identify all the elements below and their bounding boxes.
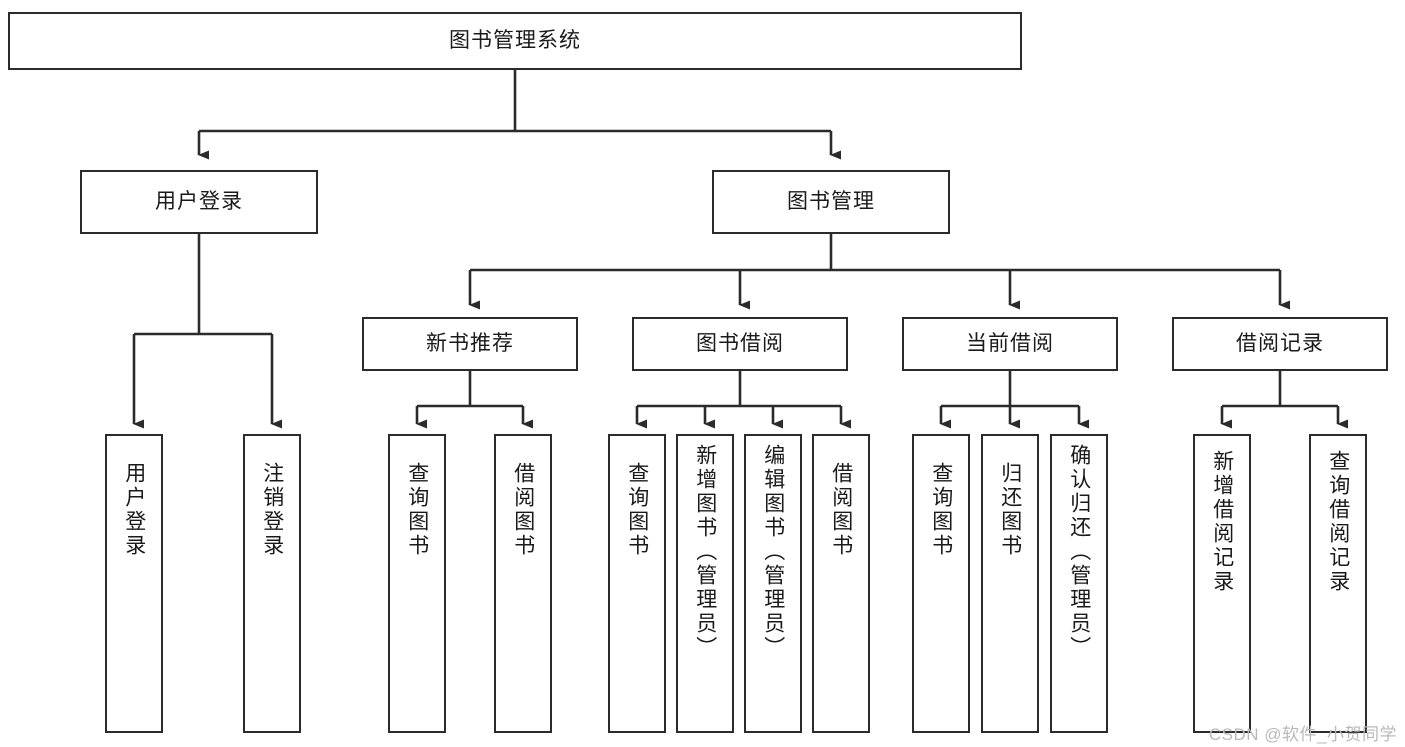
node-label: 图书管理系统 [449, 29, 581, 53]
node-label: 新增图书（管理员） [693, 444, 717, 660]
node-label: 查询图书 [625, 462, 649, 558]
leaf-record-add-record[interactable]: 新增借阅记录 [1193, 434, 1251, 733]
node-label: 新增借阅记录 [1210, 450, 1234, 594]
leaf-current-return-book[interactable]: 归还图书 [981, 434, 1039, 733]
leaf-borrow-borrow-book[interactable]: 借阅图书 [812, 434, 870, 733]
node-label: 图书管理 [787, 190, 875, 214]
leaf-user-login[interactable]: 用户登录 [105, 434, 163, 733]
leaf-recommend-query-book[interactable]: 查询图书 [388, 434, 446, 733]
node-label: 确认归还（管理员） [1067, 444, 1091, 660]
leaf-recommend-borrow-book[interactable]: 借阅图书 [494, 434, 552, 733]
node-label: 用户登录 [122, 462, 146, 558]
node-label: 查询图书 [929, 462, 953, 558]
node-user-login[interactable]: 用户登录 [80, 170, 318, 234]
node-current-borrow[interactable]: 当前借阅 [902, 317, 1118, 371]
leaf-record-query-record[interactable]: 查询借阅记录 [1309, 434, 1367, 733]
node-borrow-record[interactable]: 借阅记录 [1172, 317, 1388, 371]
leaf-current-query-book[interactable]: 查询图书 [912, 434, 970, 733]
node-label: 查询图书 [405, 462, 429, 558]
node-label: 用户登录 [155, 190, 243, 214]
leaf-user-logout[interactable]: 注销登录 [243, 434, 301, 733]
leaf-borrow-add-book[interactable]: 新增图书（管理员） [676, 434, 734, 733]
node-label: 借阅图书 [829, 462, 853, 558]
node-label: 借阅图书 [511, 462, 535, 558]
node-book-borrow[interactable]: 图书借阅 [632, 317, 848, 371]
node-label: 新书推荐 [426, 332, 514, 356]
node-new-book-recommend[interactable]: 新书推荐 [362, 317, 578, 371]
node-label: 当前借阅 [966, 332, 1054, 356]
node-label: 查询借阅记录 [1326, 450, 1350, 594]
watermark-text: CSDN @软件_小贺同学 [1208, 725, 1397, 744]
node-label: 图书借阅 [696, 332, 784, 356]
leaf-borrow-query-book[interactable]: 查询图书 [608, 434, 666, 733]
node-label: 注销登录 [260, 462, 284, 558]
node-book-management[interactable]: 图书管理 [712, 170, 950, 234]
node-label: 编辑图书（管理员） [761, 444, 785, 660]
leaf-borrow-edit-book[interactable]: 编辑图书（管理员） [744, 434, 802, 733]
node-label: 归还图书 [998, 462, 1022, 558]
node-label: 借阅记录 [1236, 332, 1324, 356]
node-root-system[interactable]: 图书管理系统 [8, 12, 1022, 70]
leaf-current-confirm-return[interactable]: 确认归还（管理员） [1050, 434, 1108, 733]
